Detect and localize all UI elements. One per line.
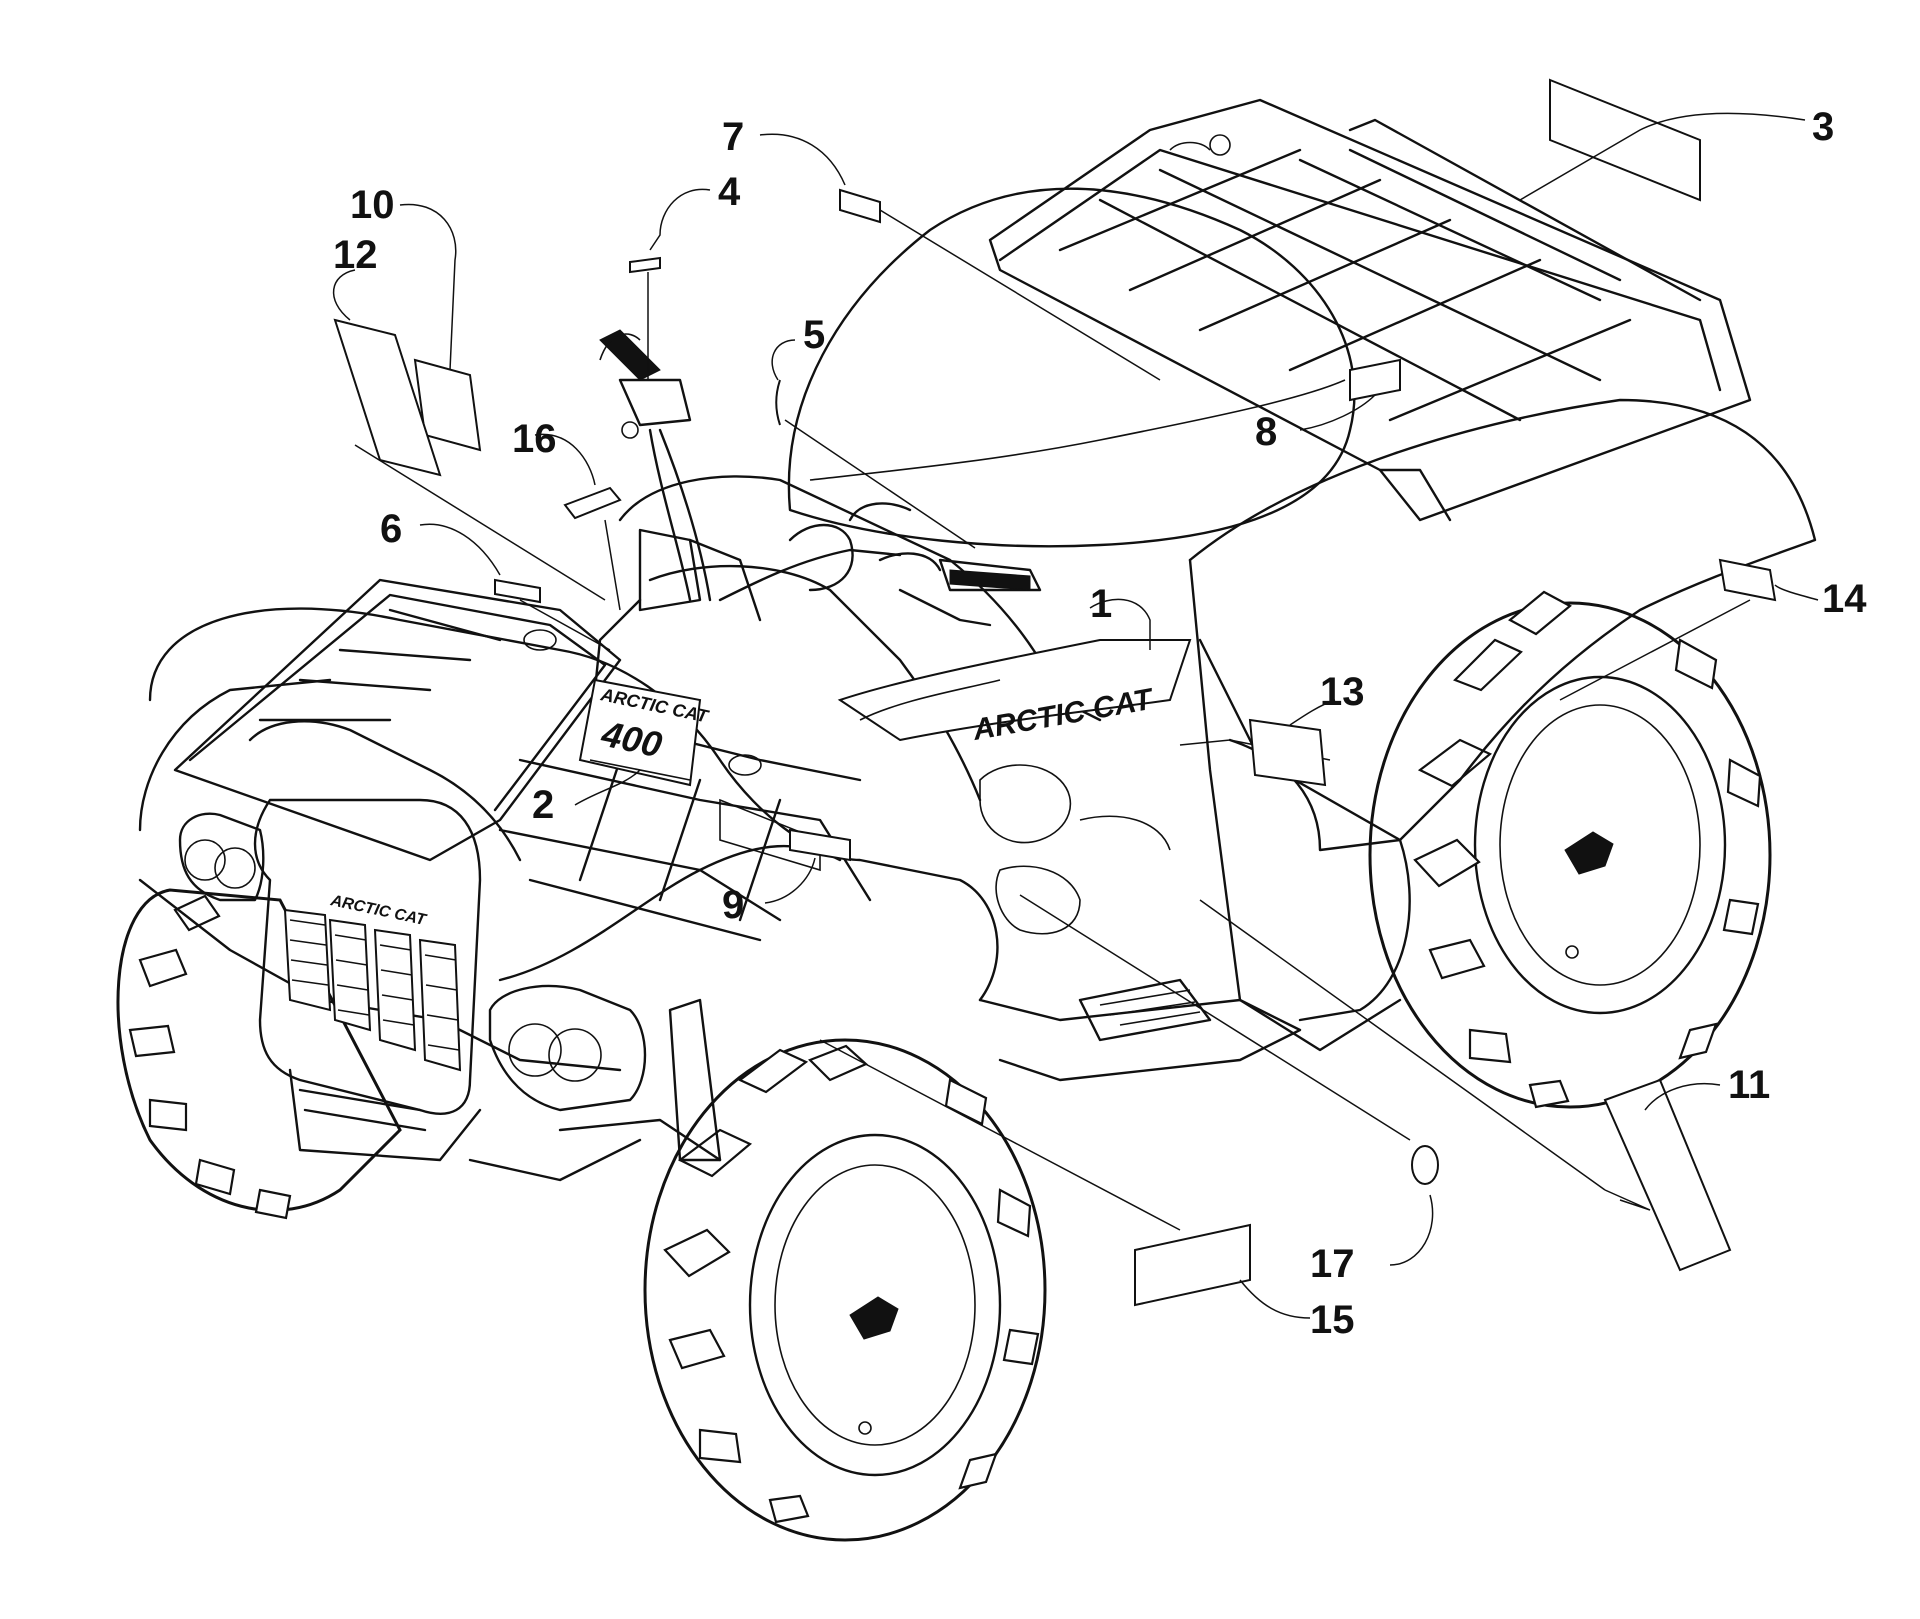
decal-9 [789, 828, 851, 862]
rear-rack [988, 98, 1752, 522]
front-left-wheel [116, 888, 402, 1220]
callout-5: 5 [803, 313, 825, 357]
front-rack [173, 578, 872, 942]
decal-14 [1718, 558, 1777, 602]
callout-12: 12 [333, 233, 378, 277]
loose-decals [333, 78, 1777, 1307]
decal-3 [1549, 78, 1701, 202]
callout-4: 4 [718, 170, 741, 214]
decal-17 [1411, 1145, 1439, 1185]
callout-6: 6 [380, 507, 402, 551]
decal-5 [775, 379, 781, 426]
decal-11 [1603, 1078, 1732, 1272]
decal-10 [413, 358, 482, 452]
callout-14: 14 [1822, 577, 1867, 621]
callout-2: 2 [532, 783, 554, 827]
callouts: 1 2 3 4 5 6 7 8 9 10 12 11 13 14 15 16 1… [333, 105, 1867, 1342]
front-right-wheel [643, 1038, 1047, 1542]
callout-13: 13 [1320, 670, 1365, 714]
handlebars [599, 329, 1042, 627]
decal-4 [629, 256, 661, 274]
decal-15 [1134, 1223, 1251, 1307]
callout-15: 15 [1310, 1298, 1355, 1342]
side-decal-arctic-cat: ARCTIC CAT [837, 639, 1192, 747]
callout-9: 9 [722, 883, 744, 927]
callout-3: 3 [1812, 105, 1834, 149]
callout-16: 16 [512, 417, 557, 461]
callout-1: 1 [1090, 582, 1112, 626]
callout-10: 10 [350, 183, 395, 227]
callout-7: 7 [722, 115, 744, 159]
callout-17: 17 [1310, 1242, 1355, 1286]
rear-wheel [1368, 590, 1772, 1109]
tank-decal-400: ARCTIC CAT 400 [578, 678, 712, 787]
decal-12 [333, 318, 442, 477]
leader-lines [333, 112, 1819, 1319]
decal-8 [1349, 358, 1401, 402]
decal-16 [563, 486, 622, 520]
decal-7 [839, 188, 881, 224]
callout-11: 11 [1728, 1063, 1770, 1107]
decal-6 [494, 578, 541, 604]
decal-13 [1248, 718, 1327, 787]
callout-8: 8 [1255, 410, 1277, 454]
